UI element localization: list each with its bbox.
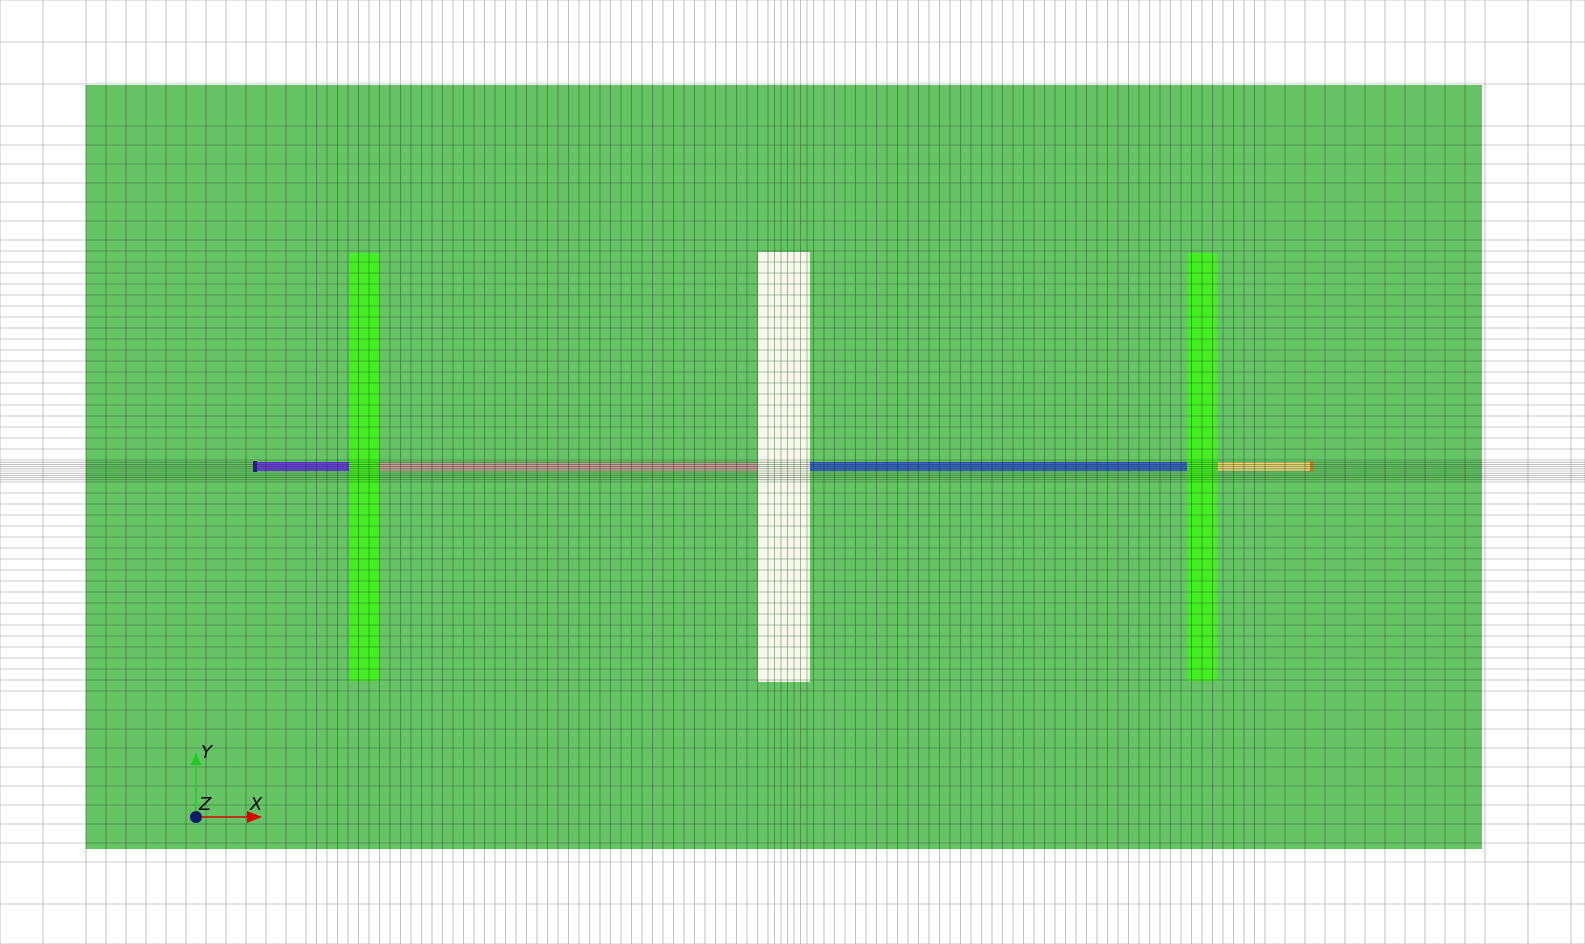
z-axis-dot-icon (190, 811, 202, 823)
right-plate[interactable] (1187, 253, 1218, 681)
axes-triad: Y Z X (190, 742, 263, 823)
y-axis-arrow-icon (191, 752, 201, 765)
mesh-grid (85, 85, 1482, 849)
center-slab[interactable] (758, 252, 810, 682)
y-axis-label: Y (201, 742, 214, 763)
left-plate[interactable] (349, 253, 380, 681)
z-axis-label: Z (198, 794, 212, 815)
center-left-rod[interactable] (380, 463, 758, 471)
x-axis-arrow-icon (247, 811, 262, 823)
x-axis-label: X (249, 794, 263, 815)
